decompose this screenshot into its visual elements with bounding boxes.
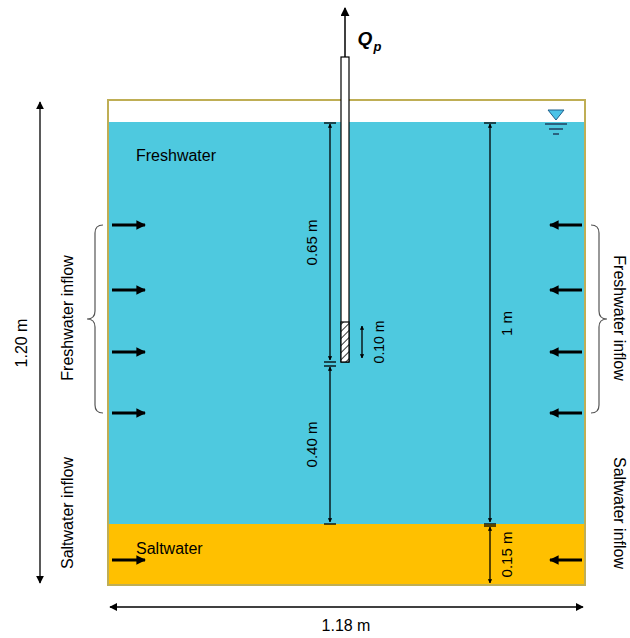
dimension-label: 0.15 m (499, 531, 514, 577)
dimension-label: 0.40 m (304, 421, 319, 467)
dimension-label: 0.10 m (372, 321, 386, 364)
water-surface-symbol (545, 110, 567, 134)
flow-subscript: p (373, 40, 381, 53)
inflow-label: Saltwater inflow (611, 457, 627, 569)
inflow-label: Saltwater inflow (60, 457, 76, 569)
bracket (591, 225, 607, 413)
dimension-label: 1.18 m (322, 618, 371, 634)
inflow-label: Freshwater inflow (60, 255, 76, 380)
bracket (87, 225, 103, 413)
region-label: Saltwater (136, 541, 203, 557)
dimension-label: 1 m (499, 310, 514, 335)
inflow-label: Freshwater inflow (611, 255, 627, 380)
dimension-line (40, 102, 583, 607)
well-pipe (341, 57, 349, 362)
pumping-arrow (344, 8, 346, 57)
flow-symbol: Q (358, 29, 373, 48)
inflow-arrows (112, 225, 582, 560)
dimension-label: 0.65 m (304, 219, 319, 265)
region-label: Freshwater (136, 148, 216, 164)
dimension-label: 1.20 m (14, 319, 30, 368)
well-screen (341, 322, 349, 362)
